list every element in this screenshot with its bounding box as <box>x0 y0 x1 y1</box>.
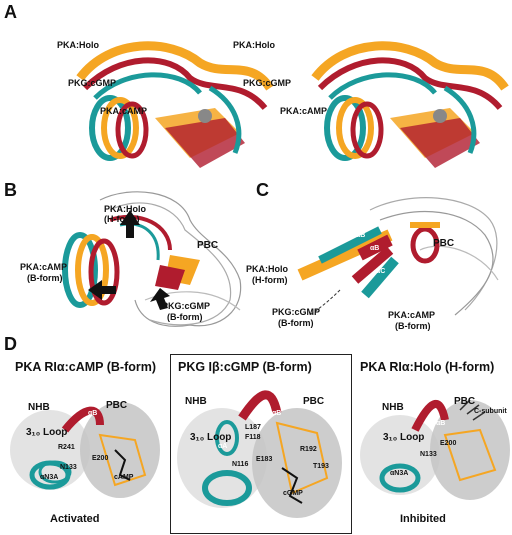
panel-c-structure <box>297 197 499 316</box>
c-holo-label-2: (H-form) <box>252 275 288 285</box>
d2-title: PKG Iβ:cGMP (B-form) <box>178 360 312 374</box>
d1-alpha-b-label: αB <box>88 410 98 417</box>
panel-c-letter: C <box>256 180 269 200</box>
d2-e183-label: E183 <box>256 456 273 463</box>
panel-a-stereo-structure <box>76 41 509 168</box>
panel-a-letter: A <box>4 2 17 22</box>
b-cgmp-label-2: (B-form) <box>167 312 203 322</box>
d1-e200-label: E200 <box>92 455 109 462</box>
c-camp-label-1: PKA:cAMP <box>388 310 436 320</box>
d1-status-label: Activated <box>50 513 100 525</box>
d1-r241-label: R241 <box>58 444 75 451</box>
d2-f118-label: F118 <box>245 434 261 441</box>
b-cgmp-label-1: PKG:cGMP <box>162 301 211 311</box>
d1-ligand-label: cAMP <box>114 474 134 481</box>
d1-structure <box>10 402 160 498</box>
d2-box <box>170 354 352 534</box>
d2-loop-label: 3₁₀ Loop <box>190 432 232 443</box>
a-left-holo-label: PKA:Holo <box>57 40 99 50</box>
d2-nhb-label: NHB <box>185 396 207 407</box>
d3-pbc-label: PBC <box>454 396 476 407</box>
b-pbc-label: PBC <box>197 240 219 251</box>
d2-r192-label: R192 <box>300 446 317 453</box>
c-pbc-label: PBC <box>433 238 455 249</box>
d2-ligand-label: cGMP <box>283 490 303 497</box>
c-helix-c-label: αC <box>376 268 386 275</box>
d1-n133-label: N133 <box>60 464 77 471</box>
d3-status-label: Inhibited <box>400 513 446 525</box>
c-camp-label-2: (B-form) <box>395 321 431 331</box>
d3-alpha-b-label: αB <box>436 420 446 427</box>
d2-alpha-b-label: αB <box>272 410 282 417</box>
b-holo-label-1: PKA:Holo <box>104 204 146 214</box>
d1-title: PKA RIα:cAMP (B-form) <box>15 360 157 374</box>
d2-alpha-a-label: αA <box>218 443 228 450</box>
b-camp-label-2: (B-form) <box>27 273 63 283</box>
panel-d-letter: D <box>4 334 17 354</box>
a-left-cgmp-label: PKG:cGMP <box>68 78 117 88</box>
d3-nhb-label: NHB <box>382 402 404 413</box>
a-left-camp-label: PKA:cAMP <box>100 106 148 116</box>
d3-alpha-n3a-label: αN3A <box>390 470 409 477</box>
d1-pbc-label: PBC <box>106 400 128 411</box>
d2-structure <box>177 390 342 518</box>
d2-n116-label: N116 <box>232 461 249 468</box>
panel-a-right-view <box>311 41 509 168</box>
c-cgmp-label-1: PKG:cGMP <box>272 307 321 317</box>
a-right-cgmp-label: PKG:cGMP <box>243 78 292 88</box>
b-camp-label-1: PKA:cAMP <box>20 262 68 272</box>
d1-loop-label: 3₁₀ Loop <box>26 427 68 438</box>
d3-e200-label: E200 <box>440 440 457 447</box>
d2-t193-label: T193 <box>313 463 329 470</box>
panel-b-letter: B <box>4 180 17 200</box>
c-helix-b2-label: αB <box>370 245 380 252</box>
d1-nhb-label: NHB <box>28 402 50 413</box>
c-holo-label-1: PKA:Holo <box>246 264 288 274</box>
c-helix-b1-label: αB <box>356 232 366 239</box>
d3-loop-label: 3₁₀ Loop <box>383 432 425 443</box>
d2-l187-label: L187 <box>245 424 261 431</box>
d1-alpha-n3a-label: αN3A <box>40 474 59 481</box>
c-cgmp-label-2: (B-form) <box>278 318 314 328</box>
c-helix-bc-label: αB/C <box>313 220 330 227</box>
panel-b-structure <box>62 191 242 327</box>
a-right-camp-label: PKA:cAMP <box>280 106 328 116</box>
d3-title: PKA RIα:Holo (H-form) <box>360 360 495 374</box>
d3-c-subunit-label: C-subunit <box>474 408 507 415</box>
d2-pbc-label: PBC <box>303 396 325 407</box>
panel-a-left-view <box>76 41 274 168</box>
b-holo-label-2: (H-form) <box>104 214 140 224</box>
d3-n133-label: N133 <box>420 451 437 458</box>
d3-structure <box>360 399 510 500</box>
a-right-holo-label: PKA:Holo <box>233 40 275 50</box>
